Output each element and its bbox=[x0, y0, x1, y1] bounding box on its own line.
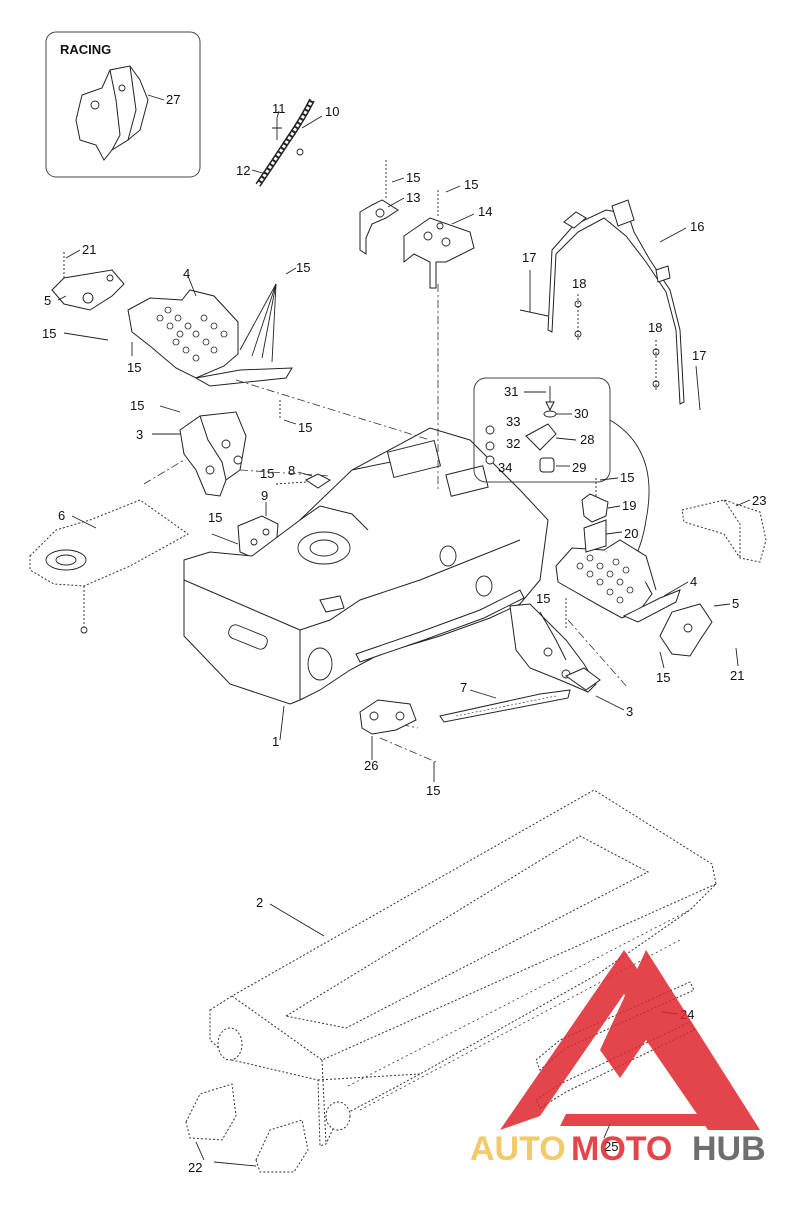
callout-23: 23 bbox=[752, 493, 766, 508]
callout-8: 8 bbox=[288, 463, 295, 478]
watermark-text-auto: AUTO bbox=[470, 1130, 566, 1168]
callout-7: 7 bbox=[460, 680, 467, 695]
callout-26: 26 bbox=[364, 758, 378, 773]
callout-20: 20 bbox=[624, 526, 638, 541]
bracket-26 bbox=[359, 699, 417, 735]
callout-34: 34 bbox=[498, 460, 512, 475]
racing-bracket-27 bbox=[75, 65, 149, 161]
automotohub-watermark: AUTO MOTO HUB bbox=[470, 950, 766, 1168]
callout-21-a: 21 bbox=[82, 242, 96, 257]
callout-15-k: 15 bbox=[620, 470, 634, 485]
callout-15-j: 15 bbox=[426, 783, 440, 798]
callout-15-d: 15 bbox=[42, 326, 56, 341]
detail-box bbox=[473, 377, 611, 483]
support-3-right bbox=[509, 603, 601, 693]
callout-15-e: 15 bbox=[127, 360, 141, 375]
clip-8 bbox=[305, 473, 331, 489]
bracket-19 bbox=[581, 493, 609, 523]
callout-4-a: 4 bbox=[183, 266, 190, 281]
callout-25: 25 bbox=[604, 1139, 618, 1154]
callout-15-b: 15 bbox=[464, 177, 478, 192]
callout-15-h: 15 bbox=[260, 466, 274, 481]
callout-5-a: 5 bbox=[44, 293, 51, 308]
callout-17-b: 17 bbox=[692, 348, 706, 363]
callout-16: 16 bbox=[690, 219, 704, 234]
steering-hoop-16 bbox=[547, 199, 685, 405]
callout-29: 29 bbox=[572, 460, 586, 475]
plate-22-right bbox=[255, 1119, 309, 1173]
callout-18-b: 18 bbox=[648, 320, 662, 335]
callout-19: 19 bbox=[622, 498, 636, 513]
footrest-right-4 bbox=[555, 539, 681, 623]
callout-1: 1 bbox=[272, 734, 279, 749]
callout-15-l: 15 bbox=[536, 591, 550, 606]
callout-22: 22 bbox=[188, 1160, 202, 1175]
callout-9: 9 bbox=[261, 488, 268, 503]
callout-31: 31 bbox=[504, 384, 518, 399]
callout-3-a: 3 bbox=[136, 427, 143, 442]
callout-15-c: 15 bbox=[296, 260, 310, 275]
footrest-left-4 bbox=[127, 289, 293, 387]
callout-2: 2 bbox=[256, 895, 263, 910]
callout-21-b: 21 bbox=[730, 668, 744, 683]
brace-bar-7 bbox=[439, 689, 571, 723]
bracket-5-left bbox=[51, 269, 125, 311]
watermark-text-hub: HUB bbox=[692, 1130, 766, 1168]
callout-18-a: 18 bbox=[572, 276, 586, 291]
callout-17-a: 17 bbox=[522, 250, 536, 265]
main-frame-1 bbox=[183, 427, 549, 705]
callout-15-a: 15 bbox=[406, 170, 420, 185]
plate-20 bbox=[583, 519, 607, 553]
callout-12: 12 bbox=[236, 163, 250, 178]
support-3-left bbox=[179, 411, 247, 497]
callout-11: 11 bbox=[272, 101, 286, 116]
watermark-text-moto: MOTO bbox=[571, 1130, 672, 1168]
callout-33: 33 bbox=[506, 414, 520, 429]
callout-27: 27 bbox=[166, 92, 180, 107]
callout-10: 10 bbox=[325, 104, 339, 119]
callout-6: 6 bbox=[58, 508, 65, 523]
callout-15-f: 15 bbox=[130, 398, 144, 413]
bracket-14 bbox=[403, 217, 475, 289]
callout-32: 32 bbox=[506, 436, 520, 451]
callout-4-b: 4 bbox=[690, 574, 697, 589]
harness-strip-12 bbox=[255, 98, 315, 187]
racing-title: RACING bbox=[60, 42, 111, 57]
plate-22-left bbox=[185, 1083, 237, 1141]
callout-15-m: 15 bbox=[656, 670, 670, 685]
bracket-13 bbox=[359, 199, 399, 255]
tunnel-2 bbox=[209, 789, 717, 1147]
callout-15-i: 15 bbox=[208, 510, 222, 525]
rail-23 bbox=[681, 499, 767, 563]
bracket-5-right bbox=[659, 603, 713, 657]
callout-3-b: 3 bbox=[626, 704, 633, 719]
racing-inset: RACING 27 bbox=[45, 31, 201, 178]
callout-30: 30 bbox=[574, 406, 588, 421]
callout-13: 13 bbox=[406, 190, 420, 205]
callout-5-b: 5 bbox=[732, 596, 739, 611]
watermark-triangle-logo bbox=[500, 950, 760, 1130]
skid-plate-6 bbox=[29, 499, 189, 587]
callout-28: 28 bbox=[580, 432, 594, 447]
callout-15-g: 15 bbox=[298, 420, 312, 435]
callout-14: 14 bbox=[478, 204, 492, 219]
